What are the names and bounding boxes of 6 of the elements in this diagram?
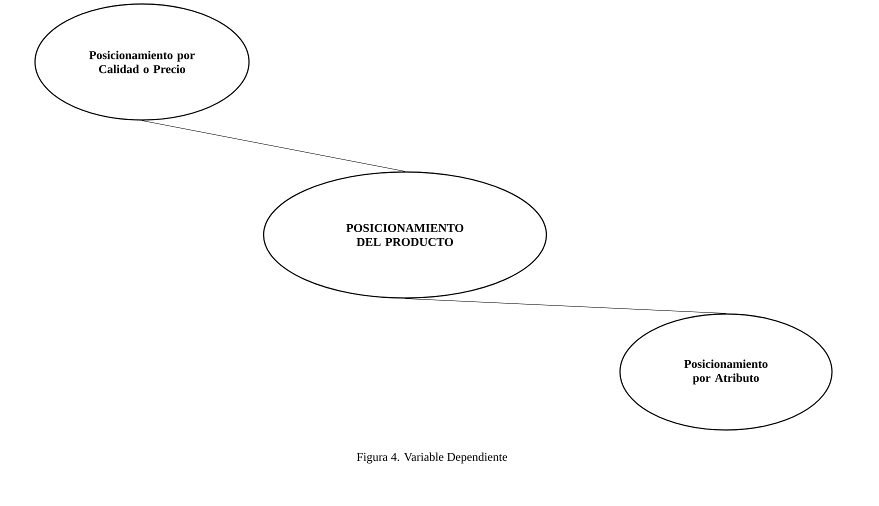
connector-line [142, 120, 406, 172]
ellipse-node: Posicionamiento por Calidad o Precio [34, 3, 250, 121]
ellipse-node: Posicionamiento por Atributo [619, 313, 833, 431]
connector-line [404, 298, 726, 314]
figure-caption: Figura 4. Variable Dependiente [356, 452, 508, 464]
ellipse-node: POSICIONAMIENTO DEL PRODUCTO [262, 171, 548, 299]
